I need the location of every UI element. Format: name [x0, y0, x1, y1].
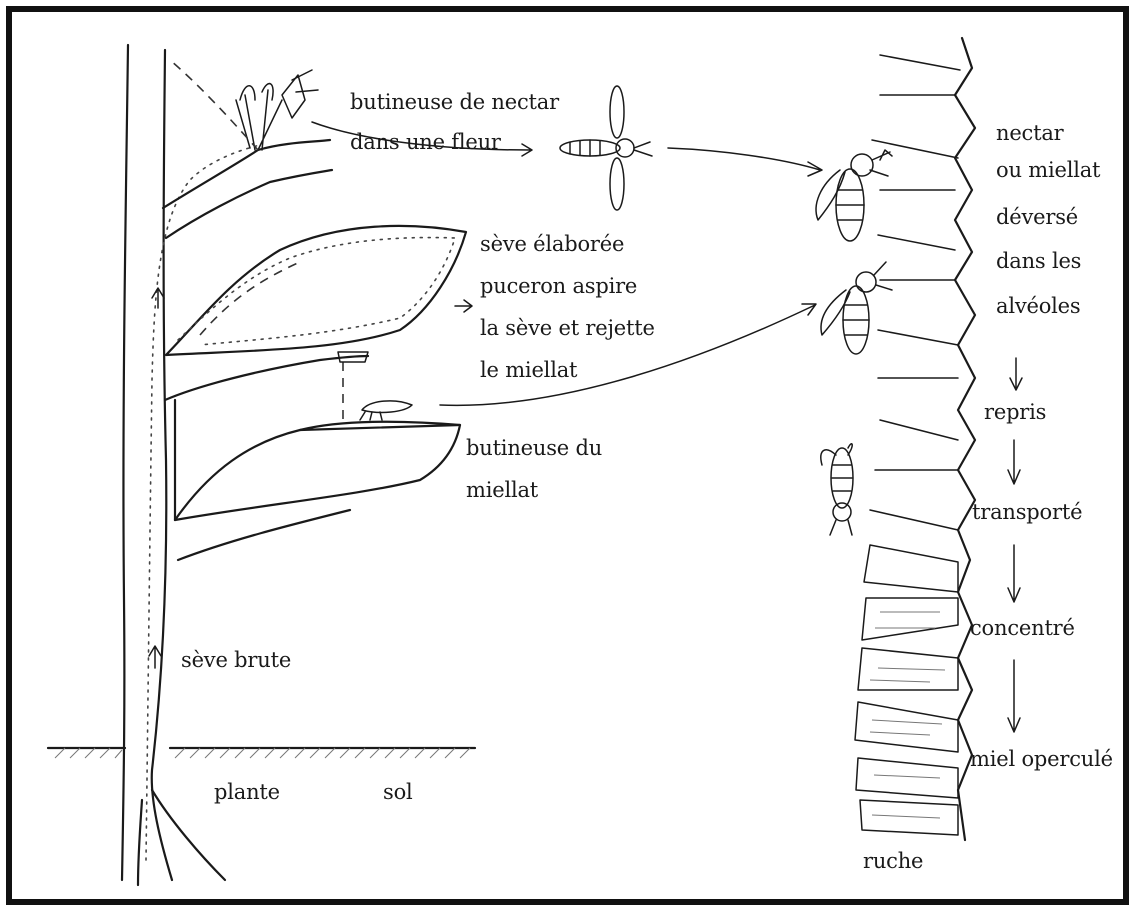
bee-on-leaf-icon: [362, 401, 412, 413]
raw-sap-arrow-icon: [149, 646, 161, 668]
sap-label-4: le miellat: [480, 354, 577, 386]
step-concentre-label: concentré: [970, 612, 1075, 644]
upper-leaf: [165, 226, 466, 400]
honeydew-forager-label-1: butineuse du: [466, 432, 602, 464]
sap-up-arrow-icon: [152, 288, 164, 308]
hive-nectar-label-5: alvéoles: [996, 290, 1081, 322]
hive-comb: [855, 38, 975, 840]
raw-sap-label: sève brute: [181, 644, 291, 676]
nectar-forager-label-2: dans une fleur: [350, 126, 501, 158]
step-repris-label: repris: [984, 396, 1046, 428]
sap-label-1: sève élaborée: [480, 228, 624, 260]
to-hive-top-arrow-icon: [668, 148, 822, 176]
hive-nectar-label-4: dans les: [996, 245, 1081, 277]
sap-label-3: la sève et rejette: [480, 312, 655, 344]
ground-line: [48, 748, 475, 758]
hive-nectar-label-3: déversé: [996, 201, 1078, 233]
flying-bee-icon: [560, 86, 652, 210]
honeydew-forager-label-2: miellat: [466, 474, 538, 506]
soil-label: sol: [383, 776, 413, 808]
hive-nectar-label-2: ou miellat: [996, 154, 1100, 186]
plant-label: plante: [214, 776, 280, 808]
step-miel-label: miel operculé: [970, 743, 1113, 775]
step-arrow-1-icon: [1010, 358, 1022, 390]
hive-bee-1-icon: [816, 150, 892, 241]
sap-out-arrow-icon: [455, 300, 472, 312]
nectar-forager-label-1: butineuse de nectar: [350, 86, 559, 118]
step-arrow-2-icon: [1008, 440, 1020, 484]
hive-bee-2-icon: [821, 262, 892, 354]
hive-bee-3-icon: [821, 444, 853, 535]
step-arrow-3-icon: [1008, 545, 1020, 602]
sap-label-2: puceron aspire: [480, 270, 637, 302]
bee-on-flower-icon: [282, 75, 305, 118]
step-arrow-4-icon: [1008, 660, 1020, 732]
hive-nectar-label-1: nectar: [996, 117, 1064, 149]
plant-stem: [122, 45, 260, 885]
hive-label: ruche: [863, 845, 923, 877]
step-transporte-label: transporté: [972, 496, 1082, 528]
